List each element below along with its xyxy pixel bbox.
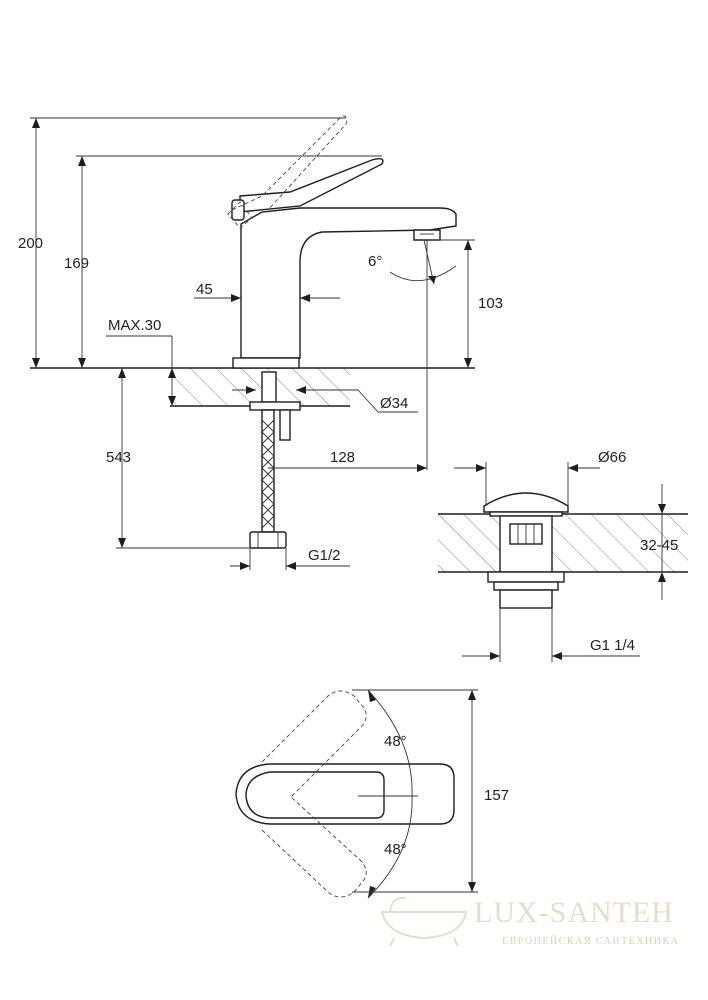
faucet-side-view (30, 115, 475, 570)
aerator (413, 229, 441, 241)
dim-103-label: 103 (478, 295, 503, 312)
dim-45-label: 45 (196, 281, 213, 298)
dim-200-label: 200 (18, 235, 43, 252)
dim-max30-label: MAX.30 (108, 317, 161, 334)
dim-d34-label: Ø34 (380, 395, 408, 412)
dim-48-top-label: 48° (384, 733, 407, 750)
handle-rotated-right-dashed (261, 795, 367, 898)
faucet-body (240, 207, 457, 359)
bathtub-logo-icon (380, 896, 468, 947)
dim-169-label: 169 (64, 255, 89, 272)
dim-g12-label: G1/2 (308, 547, 341, 564)
basin-slab (438, 514, 688, 572)
faucet-top-view (235, 689, 478, 899)
watermark-title: LUX-SANTEH (474, 896, 674, 929)
watermark-subtitle: ЕВРОПЕЙСКАЯ САНТЕХНИКА (502, 935, 679, 947)
top-view-body (235, 763, 455, 825)
dim-543-label: 543 (106, 449, 131, 466)
dim-128-label: 128 (330, 449, 355, 466)
dim-48-bottom-label: 48° (384, 841, 407, 858)
watermark: LUX-SANTEH ЕВРОПЕЙСКАЯ САНТЕХНИКА (380, 896, 679, 947)
dim-3245-label: 32-45 (640, 537, 678, 554)
faucet-base (232, 357, 300, 369)
dim-g114-label: G1 1/4 (590, 637, 635, 654)
dim-157-label: 157 (484, 787, 509, 804)
countertop-slab (170, 368, 350, 406)
handle-rotated-left-dashed (261, 690, 367, 799)
waste-fitting-view (438, 462, 688, 662)
dim-d66-label: Ø66 (598, 449, 626, 466)
dim-6deg-label: 6° (368, 253, 382, 270)
lever-handle (239, 157, 384, 213)
